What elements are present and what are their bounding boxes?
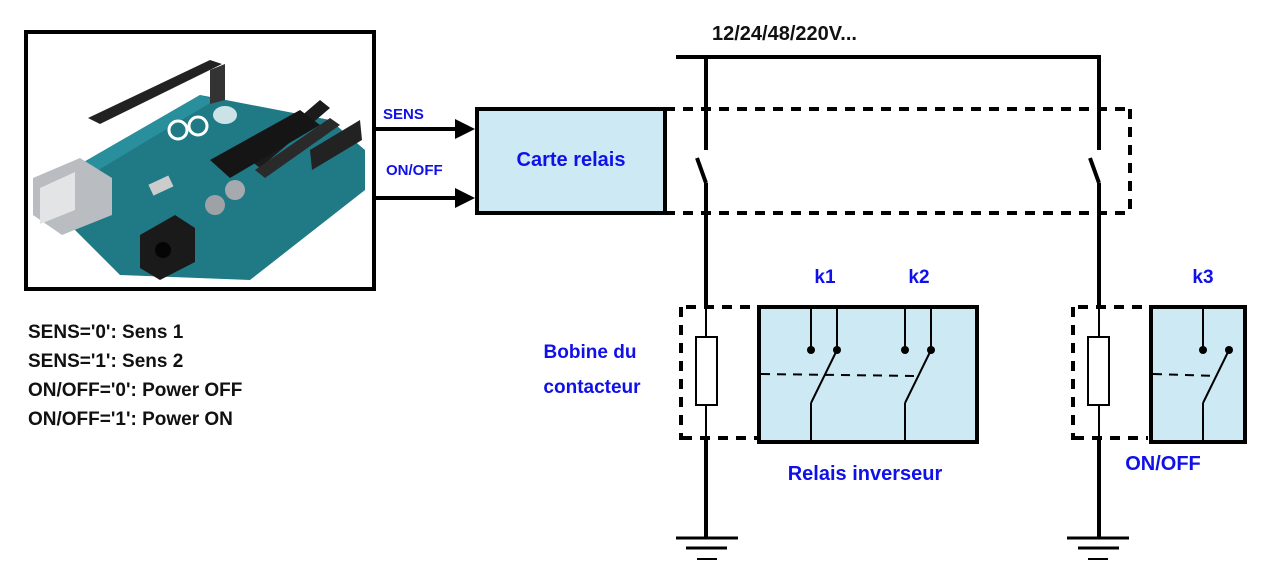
signal-legend: SENS='0': Sens 1 SENS='1': Sens 2 ON/OFF…: [28, 318, 242, 434]
coil-label-line1: Bobine du: [544, 342, 637, 363]
relay-inverter-label: Relais inverseur: [788, 463, 943, 485]
relay-switch-left: [695, 157, 708, 305]
legend-item: SENS='0': Sens 1: [28, 322, 184, 343]
coil-label-line2: contacteur: [543, 377, 641, 398]
relay-card: [475, 107, 667, 215]
ground-icon: [1067, 536, 1129, 560]
onoff-relay: [1149, 305, 1247, 444]
onoff-relay-label: ON/OFF: [1125, 453, 1201, 475]
relay-card-label: Carte relais: [517, 149, 626, 171]
contactor-coil-right: [1071, 305, 1148, 537]
onoff-signal-label: ON/OFF: [386, 162, 443, 179]
legend-item: ON/OFF='1': Power ON: [28, 409, 233, 430]
sens-label: SENS: [383, 106, 424, 123]
supply-voltage-label: 12/24/48/220V...: [712, 23, 857, 45]
legend-item: ON/OFF='0': Power OFF: [28, 380, 243, 401]
arduino-board-image: [33, 60, 365, 280]
contact-k2-label: k2: [908, 267, 929, 288]
relay-inverter: [757, 305, 979, 444]
sens-signal-line: [374, 119, 475, 139]
relay-switch-right: [1088, 157, 1101, 305]
ground-icon: [676, 536, 738, 560]
relay-card-dashed-outline: [665, 107, 1132, 215]
contactor-coil-left: [679, 305, 757, 537]
contact-k3-label: k3: [1192, 267, 1213, 288]
legend-item: SENS='1': Sens 2: [28, 351, 184, 372]
arduino-box: [24, 30, 376, 291]
contact-k1-label: k1: [814, 267, 836, 288]
supply-rail: [676, 55, 1101, 150]
onoff-signal-line: [374, 188, 475, 208]
